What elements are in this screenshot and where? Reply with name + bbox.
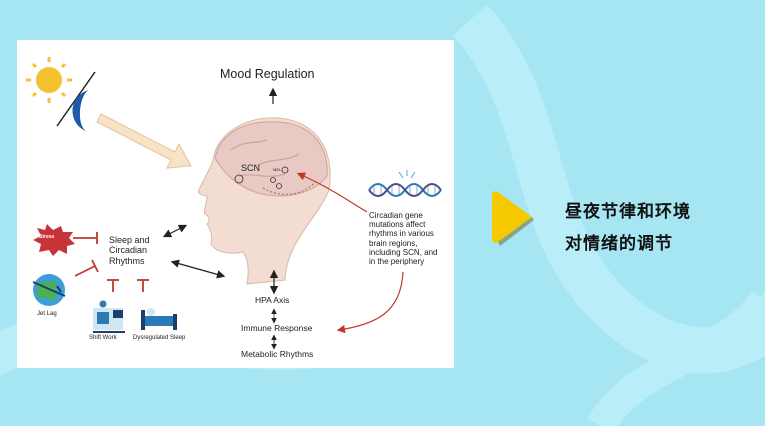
- sleep-circadian-line-3: Rhythms: [109, 255, 145, 266]
- sun-icon: [26, 57, 72, 103]
- slide-panel: Mood Regulation SCN MEL Sleep and Circad…: [17, 40, 454, 368]
- play-icon[interactable]: [488, 186, 540, 248]
- gene-mutations-line-2: mutations affect: [369, 220, 426, 230]
- caption-line-1: 昼夜节律和环境: [565, 202, 691, 222]
- light-arrow: [96, 113, 192, 169]
- scn-label: SCN: [241, 163, 261, 173]
- gene-mutations-line-3: rhythms in various: [369, 229, 434, 239]
- arrow-gene-to-immune: [336, 271, 404, 334]
- arrow-sleep-hpa: [170, 259, 226, 279]
- brain-region-icons: [234, 166, 289, 189]
- immune-response-label: Immune Response: [241, 323, 313, 333]
- gene-mutations-line-6: in the periphery: [369, 256, 425, 266]
- metabolic-rhythms-label: Metabolic Rhythms: [241, 349, 314, 359]
- sleep-circadian-line-2: Circadian: [109, 245, 148, 256]
- stress-badge: [33, 224, 75, 256]
- bed-icon: [141, 308, 177, 330]
- hpa-axis-label: HPA Axis: [255, 295, 290, 305]
- mel-label: MEL: [273, 167, 282, 172]
- mood-regulation-label: Mood Regulation: [220, 67, 315, 81]
- stress-label: Stress: [39, 234, 55, 240]
- gene-mutations-line-4: brain regions,: [369, 238, 418, 248]
- gene-mutations-label: Circadian gene mutations affect rhythms …: [369, 211, 437, 266]
- sleep-circadian-line-1: Sleep and: [109, 235, 150, 245]
- gene-mutations-line-1: Circadian gene: [369, 211, 423, 220]
- dysregulated-sleep-label: Dysregulated Sleep: [133, 335, 186, 341]
- head-illustration: [198, 117, 331, 285]
- gene-mutations-line-5: including SCN, and: [369, 247, 438, 257]
- moon-icon: [72, 90, 89, 132]
- globe-icon: [32, 274, 66, 306]
- shift-work-label: Shift Work: [89, 335, 117, 341]
- jet-lag-label: Jet Lag: [37, 311, 57, 317]
- arrow-sleep-head: [162, 224, 188, 238]
- arrow-gene-to-brain: [296, 172, 368, 213]
- sleep-circadian-label: Sleep and Circadian Rhythms: [109, 235, 150, 266]
- caption-line-2: 对情绪的调节: [565, 234, 673, 254]
- diagram-canvas: [26, 57, 442, 350]
- inhibition-markers: [73, 232, 149, 292]
- day-night-divider: [56, 71, 96, 127]
- shift-work-icon: [93, 300, 125, 333]
- dna-icon: [368, 170, 442, 197]
